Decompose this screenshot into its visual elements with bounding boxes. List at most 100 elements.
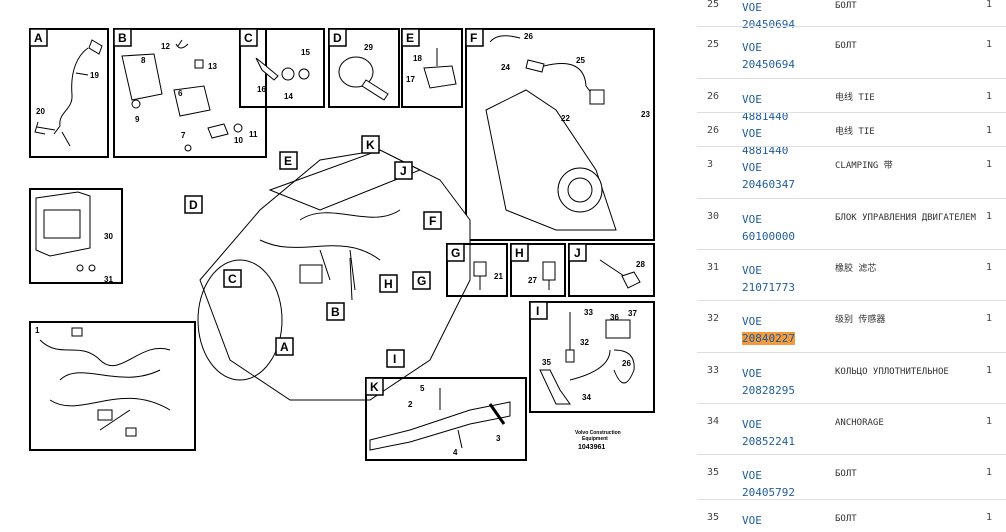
position-number: 25	[707, 0, 720, 10]
part-quantity: 1	[986, 416, 993, 427]
svg-text:18: 18	[413, 54, 422, 63]
part-number-link[interactable]: VOE 21071773	[742, 264, 795, 294]
svg-text:22: 22	[561, 114, 570, 123]
position-number: 26	[707, 125, 720, 136]
svg-text:30: 30	[104, 232, 113, 241]
svg-text:8: 8	[141, 56, 146, 65]
position-number: 35	[707, 512, 720, 523]
svg-text:G: G	[417, 274, 426, 288]
svg-text:F: F	[429, 214, 436, 228]
engine-marker-i[interactable]: I	[386, 349, 405, 368]
part-quantity: 1	[986, 159, 993, 170]
part-description: 级别 传感器	[835, 315, 886, 325]
engine-marker-f[interactable]: F	[423, 211, 442, 230]
svg-text:36: 36	[610, 313, 619, 322]
panel-e[interactable]: E 18 17	[401, 28, 463, 108]
panel-d[interactable]: D 29	[328, 28, 400, 108]
position-number: 25	[707, 39, 720, 50]
panel-c[interactable]: C 15 16 14	[239, 28, 325, 108]
panel-j[interactable]: J 28	[568, 243, 655, 297]
engine-marker-e[interactable]: E	[279, 151, 298, 170]
panel-k[interactable]: K 5 2 3 4	[365, 377, 527, 461]
svg-text:25: 25	[576, 56, 585, 65]
part-number-link[interactable]: VOE 60100000	[742, 213, 795, 243]
svg-text:21: 21	[494, 272, 503, 281]
engine-marker-g[interactable]: G	[412, 271, 431, 290]
part-number-link[interactable]: VOE 20460347	[742, 161, 795, 191]
engine-marker-a[interactable]: A	[275, 337, 294, 356]
position-number: 32	[707, 313, 720, 324]
engine-marker-k[interactable]: K	[361, 135, 380, 154]
panel-g[interactable]: G 21	[446, 243, 508, 297]
svg-text:D: D	[189, 198, 198, 212]
highlighted-part-number[interactable]: 20840227	[742, 332, 795, 345]
position-number: 31	[707, 262, 720, 273]
position-number: 34	[707, 416, 720, 427]
svg-text:23: 23	[641, 110, 650, 119]
panel-f[interactable]: F 26 24 25 22 23	[465, 28, 655, 241]
svg-text:2: 2	[408, 400, 413, 409]
part-quantity: 1	[986, 313, 993, 324]
svg-text:H: H	[384, 277, 393, 291]
panel-harness[interactable]: 1	[29, 321, 196, 451]
engine-marker-b[interactable]: B	[326, 302, 345, 321]
engine-marker-d[interactable]: D	[184, 195, 203, 214]
parts-diagram: A 19 20 B 12 13 8 6 9 7 10 11 C	[29, 28, 655, 461]
part-number-link[interactable]: VOE 4881440	[742, 93, 789, 123]
svg-text:31: 31	[104, 275, 113, 284]
part-quantity: 1	[986, 211, 993, 222]
part-description: БОЛТ	[835, 469, 857, 479]
svg-text:10: 10	[234, 136, 243, 145]
svg-text:J: J	[400, 164, 407, 178]
panel-ecu[interactable]: 30 31	[29, 188, 123, 284]
panel-h[interactable]: H 27	[510, 243, 566, 297]
part-description: CLAMPING 带	[835, 161, 893, 171]
svg-text:24: 24	[501, 63, 510, 72]
panel-a[interactable]: A 19 20	[29, 28, 109, 158]
part-number-link[interactable]: VOE 20828295	[742, 367, 795, 397]
position-number: 3	[707, 159, 714, 170]
svg-text:33: 33	[584, 308, 593, 317]
position-number: 30	[707, 211, 720, 222]
part-description: БОЛТ	[835, 1, 857, 11]
svg-text:12: 12	[161, 42, 170, 51]
part-number-link[interactable]: VOE 20852241	[742, 418, 795, 448]
svg-text:14: 14	[284, 92, 293, 101]
parts-row[interactable]: 25 VOE 20450694 БОЛТ 1	[697, 0, 1006, 31]
part-number-link[interactable]: VOE 20450694	[742, 41, 795, 71]
svg-text:13: 13	[208, 62, 217, 71]
part-number-link[interactable]: VOE 20405792	[742, 469, 795, 499]
engine-marker-h[interactable]: H	[379, 274, 398, 293]
engine-marker-c[interactable]: C	[223, 269, 242, 288]
engine-marker-j[interactable]: J	[394, 161, 413, 180]
svg-text:A: A	[34, 31, 43, 45]
svg-text:1: 1	[35, 326, 40, 335]
panel-i[interactable]: I 33 32 36 37 26 35 34	[529, 301, 655, 413]
panel-b[interactable]: B 12 13 8 6 9 7 10 11	[113, 28, 267, 158]
svg-text:A: A	[280, 340, 289, 354]
svg-text:G: G	[451, 246, 460, 260]
svg-text:29: 29	[364, 43, 373, 52]
part-quantity: 1	[986, 467, 993, 478]
svg-text:C: C	[244, 31, 253, 45]
part-quantity: 1	[986, 512, 993, 523]
part-number-link[interactable]: VOE 4881440	[742, 127, 789, 157]
svg-text:26: 26	[622, 359, 631, 368]
svg-text:4: 4	[453, 448, 458, 457]
parts-row[interactable]: 3 VOE 20460347 CLAMPING 带 1	[697, 146, 1006, 198]
part-quantity: 1	[986, 0, 993, 10]
part-number-link[interactable]: VOE 20450694	[742, 1, 795, 31]
part-number-link[interactable]: VOE	[742, 514, 762, 527]
svg-text:Volvo Construction: Volvo Construction	[575, 430, 621, 436]
